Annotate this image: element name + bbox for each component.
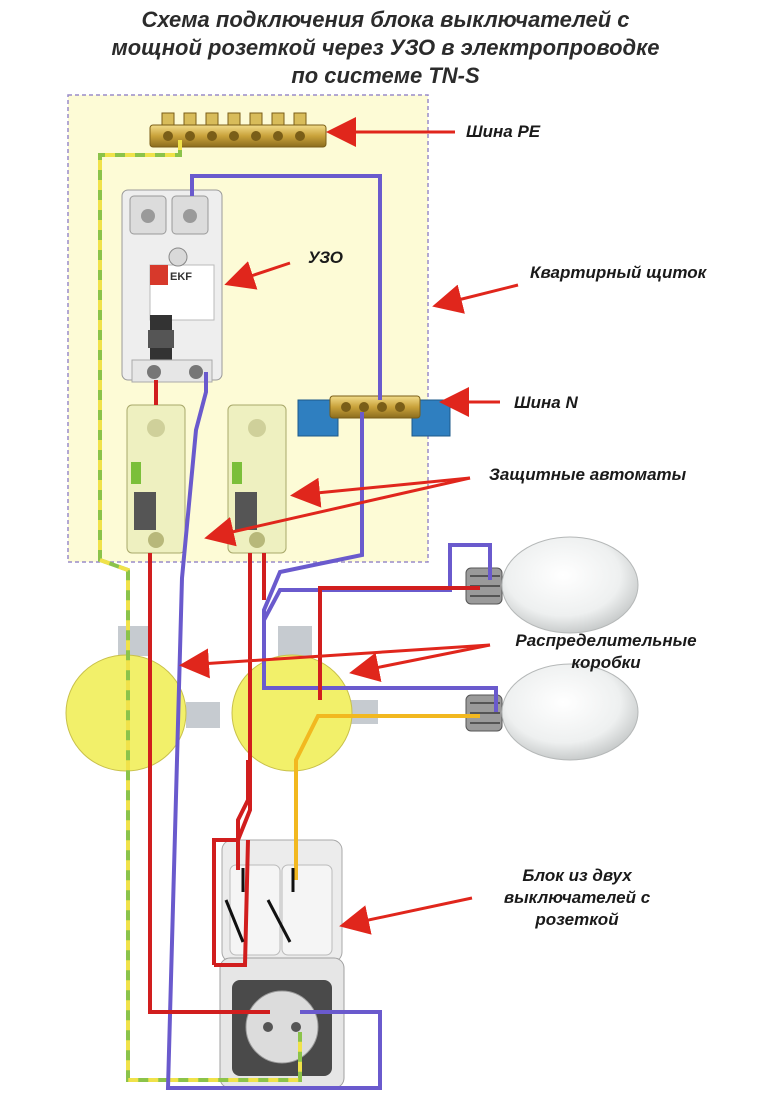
switch-contacts (224, 868, 295, 943)
label-pe-bus: Шина PE (466, 122, 541, 141)
arrow-breaker-1 (204, 476, 471, 547)
label-switch-line-2: выключателей с (503, 888, 651, 907)
pe-bus-bar (149, 112, 327, 148)
arrow-breaker-2 (290, 476, 471, 508)
label-junction-boxes: Распределительные коробки (490, 630, 722, 674)
light-bulb-2 (465, 663, 639, 761)
label-switch-line-3: розеткой (535, 910, 619, 929)
label-junction-line-1: Распределительные (515, 631, 697, 650)
diagram-title: Схема подключения блока выключателей с м… (0, 6, 771, 90)
circuit-breaker-1 (126, 404, 186, 554)
label-junction-line-2: коробки (571, 653, 641, 672)
circuit-breaker-2 (227, 404, 287, 554)
phase-wire (148, 380, 480, 1014)
arrow-junction-2 (349, 643, 491, 683)
label-breakers: Защитные автоматы (489, 465, 687, 484)
arrow-rcd (224, 261, 291, 290)
pointer-arrows (179, 117, 519, 935)
title-line-3: по системе TN-S (291, 63, 480, 88)
label-panel: Квартирный щиток (530, 263, 707, 282)
junction-box-2 (231, 626, 378, 772)
label-rcd: УЗО (308, 248, 344, 267)
arrow-panel (432, 283, 519, 314)
label-switch-line-1: Блок из двух (522, 866, 632, 885)
label-switch-block: Блок из двух выключателей с розеткой (474, 865, 680, 931)
rcd-device: EKF (121, 189, 223, 383)
junction-box-1 (65, 626, 220, 772)
pe-wire (98, 140, 302, 1082)
n-bus-bar (297, 395, 451, 437)
label-n-bus: Шина N (514, 393, 578, 412)
title-line-2: мощной розеткой через УЗО в электропрово… (111, 35, 660, 60)
lamp-wire (294, 714, 480, 880)
title-line-1: Схема подключения блока выключателей с (141, 7, 630, 32)
rcd-brand: EKF (170, 271, 192, 283)
arrow-switch-block (339, 896, 473, 935)
arrow-junction-1 (179, 643, 491, 679)
